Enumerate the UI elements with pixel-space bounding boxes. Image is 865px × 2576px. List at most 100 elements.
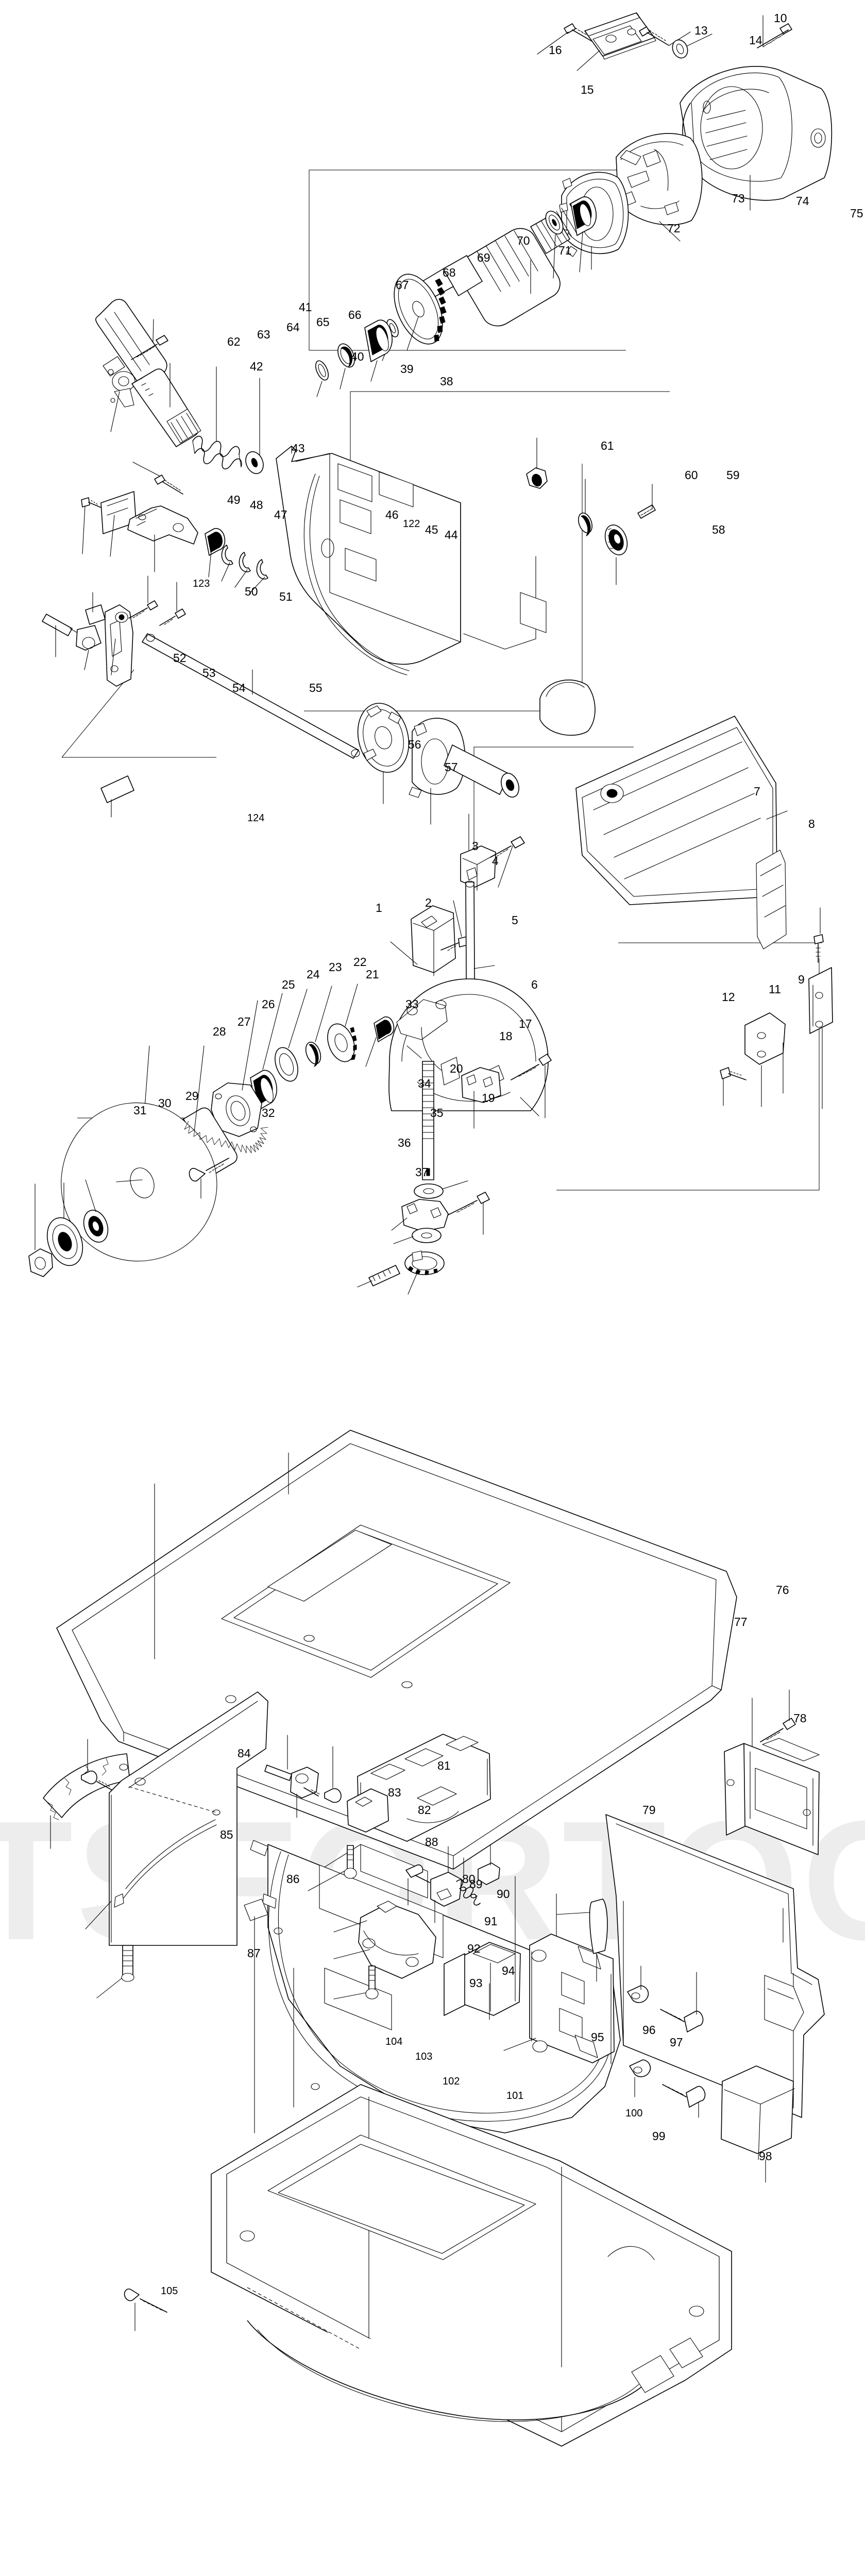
part-callout-91: 91: [484, 1914, 498, 1928]
part-callout-70: 70: [517, 234, 530, 247]
part-callout-44: 44: [445, 528, 458, 541]
part-callout-87: 87: [247, 1946, 261, 1960]
part-callout-11: 11: [769, 982, 781, 996]
part-callout-105: 105: [161, 2285, 178, 2297]
part-callout-51: 51: [279, 590, 293, 603]
part-callout-96: 96: [642, 2023, 656, 2037]
part-callout-95: 95: [591, 2030, 604, 2044]
part-callout-43: 43: [292, 442, 305, 455]
part-callout-85: 85: [220, 1828, 233, 1841]
part-callout-20: 20: [450, 1062, 463, 1075]
part-callout-41: 41: [299, 300, 312, 314]
part-callout-17: 17: [519, 1017, 532, 1030]
part-callout-24: 24: [307, 968, 320, 981]
part-callout-69: 69: [477, 251, 490, 264]
section-1-artwork: [28, 12, 833, 1295]
part-callout-53: 53: [202, 666, 216, 680]
part-callout-25: 25: [282, 978, 295, 991]
part-callout-49: 49: [227, 493, 241, 506]
part-callout-13: 13: [694, 24, 708, 37]
part-callout-14: 14: [749, 33, 762, 47]
part-callout-50: 50: [245, 585, 258, 598]
part-callout-100: 100: [625, 2108, 643, 2119]
part-callout-22: 22: [353, 955, 367, 969]
part-callout-77: 77: [734, 1615, 748, 1629]
part-callout-97: 97: [670, 2036, 683, 2049]
part-callout-84: 84: [238, 1747, 251, 1760]
part-callout-72: 72: [667, 222, 681, 235]
part-callout-60: 60: [685, 468, 698, 482]
part-callout-54: 54: [232, 681, 246, 694]
part-callout-15: 15: [581, 83, 594, 96]
part-callout-18: 18: [499, 1029, 513, 1043]
part-callout-76: 76: [776, 1583, 789, 1597]
part-callout-75: 75: [850, 207, 863, 220]
part-callout-64: 64: [286, 320, 300, 334]
part-callout-88: 88: [425, 1835, 438, 1849]
part-callout-45: 45: [425, 523, 438, 536]
part-callout-101: 101: [506, 2090, 524, 2102]
part-callout-86: 86: [286, 1872, 300, 1886]
part-callout-46: 46: [385, 508, 399, 521]
part-callout-122: 122: [403, 518, 420, 530]
part-callout-47: 47: [274, 508, 287, 521]
part-callout-61: 61: [601, 439, 614, 452]
part-callout-12: 12: [722, 990, 735, 1004]
part-callout-99: 99: [652, 2129, 666, 2143]
part-callout-2: 2: [425, 896, 432, 909]
part-callout-93: 93: [469, 1976, 483, 1990]
part-callout-33: 33: [405, 997, 419, 1011]
part-callout-63: 63: [257, 328, 270, 341]
part-callout-58: 58: [712, 523, 725, 536]
part-callout-65: 65: [316, 315, 330, 329]
section-2-artwork: [0, 1329, 865, 2576]
part-callout-90: 90: [497, 1887, 510, 1901]
part-callout-83: 83: [388, 1786, 401, 1799]
part-callout-66: 66: [348, 308, 362, 321]
part-callout-1: 1: [376, 901, 382, 914]
part-callout-102: 102: [443, 2076, 460, 2087]
part-callout-42: 42: [250, 360, 263, 373]
part-callout-3: 3: [472, 839, 479, 853]
part-callout-31: 31: [133, 1104, 147, 1117]
part-callout-29: 29: [185, 1089, 199, 1103]
part-callout-67: 67: [396, 278, 409, 292]
part-callout-71: 71: [558, 244, 572, 257]
part-callout-35: 35: [430, 1106, 444, 1120]
part-callout-56: 56: [408, 738, 421, 751]
part-callout-104: 104: [385, 2036, 403, 2047]
part-callout-39: 39: [400, 362, 414, 376]
part-callout-124: 124: [247, 812, 265, 824]
part-callout-23: 23: [329, 960, 342, 974]
part-callout-21: 21: [366, 968, 379, 981]
part-callout-30: 30: [158, 1096, 172, 1110]
part-callout-19: 19: [482, 1091, 495, 1105]
part-callout-7: 7: [754, 785, 760, 798]
part-callout-79: 79: [642, 1803, 656, 1817]
part-callout-68: 68: [443, 266, 456, 279]
part-callout-94: 94: [502, 1964, 515, 1977]
part-callout-48: 48: [250, 498, 263, 512]
part-callout-98: 98: [759, 2149, 772, 2163]
part-callout-62: 62: [227, 335, 241, 348]
part-callout-55: 55: [309, 681, 323, 694]
part-callout-103: 103: [415, 2051, 433, 2062]
part-callout-36: 36: [398, 1136, 411, 1149]
part-callout-5: 5: [512, 913, 518, 927]
part-callout-57: 57: [445, 760, 458, 774]
part-callout-32: 32: [262, 1106, 275, 1120]
part-callout-123: 123: [193, 578, 210, 589]
part-callout-92: 92: [467, 1942, 481, 1955]
part-callout-37: 37: [415, 1165, 429, 1179]
part-callout-89: 89: [469, 1877, 483, 1891]
part-callout-82: 82: [418, 1803, 431, 1817]
part-callout-26: 26: [262, 997, 275, 1011]
part-callout-78: 78: [793, 1711, 807, 1725]
part-callout-59: 59: [726, 468, 740, 482]
part-callout-40: 40: [351, 350, 364, 363]
part-callout-4: 4: [492, 854, 499, 868]
part-callout-38: 38: [440, 375, 453, 388]
part-callout-80: 80: [462, 1872, 476, 1886]
part-callout-10: 10: [774, 11, 787, 25]
